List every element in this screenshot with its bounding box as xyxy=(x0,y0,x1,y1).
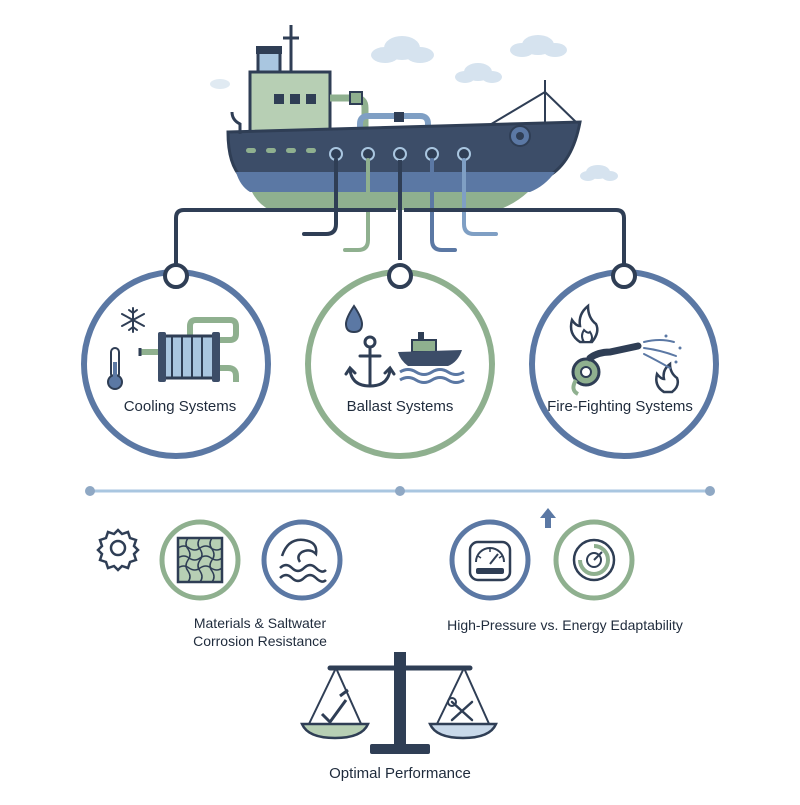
optimal-performance-label: Optimal Performance xyxy=(329,765,471,782)
fire-fighting-systems-label: Fire-Fighting Systems xyxy=(547,398,693,415)
balance-scale-icon xyxy=(300,652,498,754)
cooling-systems-label: Cooling Systems xyxy=(123,398,237,415)
arrow-up-icon xyxy=(540,508,556,528)
materials-label-line1: Materials & Saltwater xyxy=(193,615,327,631)
divider-line xyxy=(85,486,715,496)
materials-label: Materials & Saltwater Corrosion Resistan… xyxy=(150,614,370,650)
flame-icon xyxy=(569,303,599,344)
water-drop-icon xyxy=(344,304,364,334)
anchor-icon xyxy=(344,335,396,388)
pressure-gauge-icon xyxy=(449,519,531,601)
cloud-icon xyxy=(455,63,502,83)
ship-pipes xyxy=(302,158,498,252)
fire-hose-icon xyxy=(571,334,682,396)
high-pressure-label: High-Pressure vs. Energy Edaptability xyxy=(447,617,683,633)
cloud-icon xyxy=(210,79,230,89)
gear-icon xyxy=(96,528,140,572)
heat-exchanger-icon xyxy=(138,317,239,382)
cloud-icon xyxy=(510,35,567,57)
energy-dial-icon xyxy=(553,519,635,601)
ballast-systems-label: Ballast Systems xyxy=(346,398,454,415)
cloud-icon xyxy=(580,165,618,181)
snowflake-icon xyxy=(121,307,145,333)
ship-icon xyxy=(226,25,582,210)
thermometer-icon xyxy=(107,347,123,390)
connector-lines xyxy=(174,160,626,265)
ballast-systems-node xyxy=(305,263,495,459)
small-boat-icon xyxy=(398,332,465,384)
materials-label-line2: Corrosion Resistance xyxy=(193,633,327,649)
wave-icon xyxy=(261,519,343,601)
fire-fighting-systems-node xyxy=(529,263,719,459)
corrosion-mesh-icon xyxy=(159,519,241,601)
flame-icon xyxy=(655,361,680,394)
cloud-icon xyxy=(371,36,434,63)
